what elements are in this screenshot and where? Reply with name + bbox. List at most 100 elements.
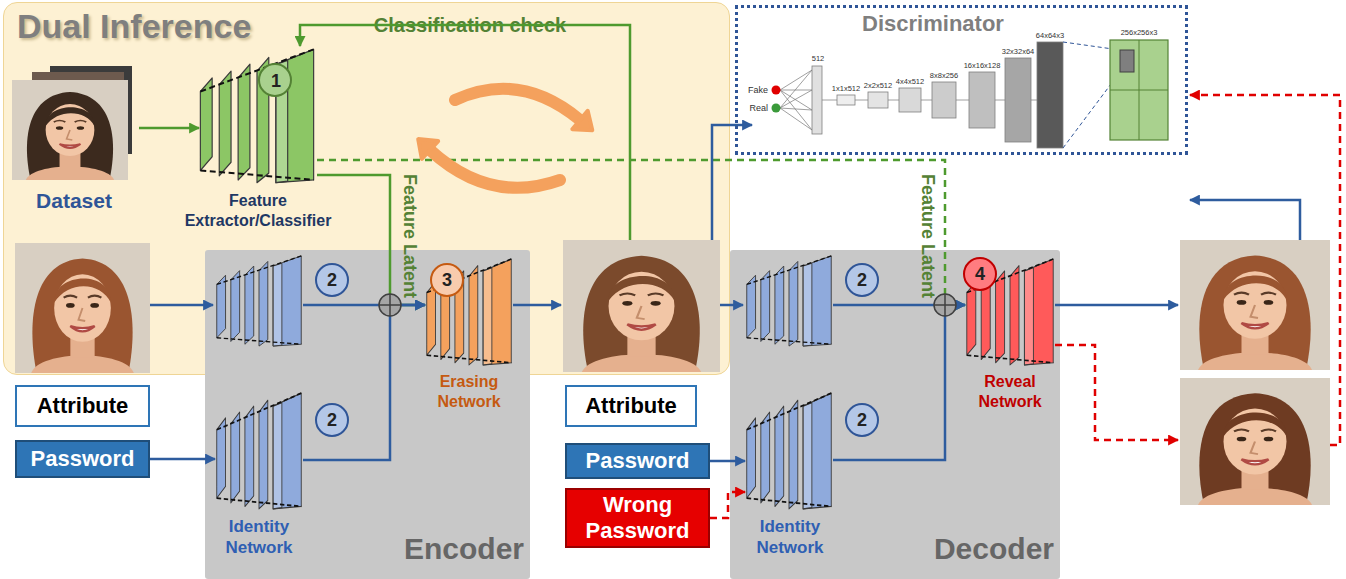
label-slot: 4x4x512 bbox=[896, 77, 924, 86]
text-slot: Feature Extractor/Classifier bbox=[163, 191, 353, 231]
flow-arrow bbox=[1190, 200, 1300, 240]
discriminator-network bbox=[969, 72, 995, 128]
callout-number: 3 bbox=[442, 270, 452, 290]
discriminator-network bbox=[1110, 40, 1168, 140]
label-slot: 1x1x512 bbox=[832, 84, 860, 93]
flow-arrow bbox=[1055, 345, 1178, 440]
node-label: Feature Extractor/Classifier bbox=[163, 191, 353, 231]
dataset-node: Dataset bbox=[9, 73, 139, 223]
label-slot: Feature Latent bbox=[917, 174, 938, 298]
text-slot: Discriminator bbox=[823, 11, 1043, 37]
node-label: Identity Network bbox=[199, 516, 319, 558]
input-box: Wrong Password bbox=[565, 488, 710, 548]
label-slot: Classification check bbox=[370, 14, 570, 37]
discriminator-network bbox=[772, 104, 781, 113]
text-slot: Dual Inference bbox=[17, 7, 337, 46]
output-label: Fake bbox=[748, 85, 768, 96]
text-slot: Reveal Network bbox=[960, 372, 1060, 412]
text-slot: 1 bbox=[260, 65, 292, 97]
discriminator-network bbox=[1110, 90, 1168, 91]
discriminator-network bbox=[1063, 42, 1120, 148]
dimension-label: 4x4x512 bbox=[896, 77, 924, 86]
discriminator-network bbox=[1063, 72, 1120, 148]
network-block: 3Erasing Network bbox=[425, 258, 513, 366]
text-slot: Identity Network bbox=[735, 516, 845, 558]
input-box: Password bbox=[565, 443, 710, 479]
label-slot: 16x16x128 bbox=[964, 61, 1001, 70]
input-box: Attribute bbox=[565, 385, 697, 427]
network-block: 1Feature Extractor/Classifier bbox=[199, 49, 317, 185]
network-block: 2 bbox=[215, 255, 303, 347]
discriminator-network bbox=[1120, 50, 1134, 72]
text-slot: 2 bbox=[846, 404, 878, 436]
network-block: 4Reveal Network bbox=[965, 258, 1055, 366]
dimension-label: 64x64x3 bbox=[1036, 31, 1064, 40]
node-label: Dataset bbox=[9, 189, 139, 213]
discriminator-network bbox=[780, 70, 812, 108]
discriminator-network bbox=[812, 66, 822, 134]
region-panel: Encoder22Identity Network3Erasing Networ… bbox=[205, 250, 530, 579]
face-image bbox=[1180, 378, 1330, 505]
text-slot: Identity Network bbox=[199, 516, 319, 558]
edge-label: Feature Latent bbox=[917, 174, 938, 298]
label-slot: Feature Latent bbox=[399, 174, 420, 298]
label-slot: 64x64x3 bbox=[1036, 31, 1064, 40]
discriminator-network bbox=[780, 108, 812, 110]
discriminator-network bbox=[868, 92, 888, 108]
callout-number: 2 bbox=[327, 410, 337, 430]
input-box: Password bbox=[15, 440, 150, 478]
dimension-label: 32x32x64 bbox=[1002, 47, 1035, 56]
callout-number: 2 bbox=[857, 270, 867, 290]
label-slot: 256x256x3 bbox=[1121, 28, 1158, 37]
node-label: Erasing Network bbox=[419, 372, 519, 412]
text-slot: 2 bbox=[846, 264, 878, 296]
text-slot: Erasing Network bbox=[419, 372, 519, 412]
box-label: Attribute bbox=[37, 393, 129, 419]
discriminator-network bbox=[837, 95, 855, 105]
text-slot: 4 bbox=[964, 258, 996, 290]
dimension-label: 8x8x256 bbox=[930, 71, 958, 80]
callout-number: 2 bbox=[327, 270, 337, 290]
output-label: Real bbox=[749, 103, 768, 114]
edge-label: Feature Latent bbox=[399, 174, 420, 298]
text-slot: 2 bbox=[316, 404, 348, 436]
region-panel: Discriminator bbox=[735, 5, 1188, 155]
input-box: Attribute bbox=[15, 385, 150, 427]
dimension-label: 16x16x128 bbox=[964, 61, 1001, 70]
box-label: Attribute bbox=[585, 393, 677, 419]
region-panel: Decoder22Identity Network4Reveal Network bbox=[730, 250, 1060, 579]
discriminator-network bbox=[780, 90, 812, 110]
text-slot: 2 bbox=[316, 264, 348, 296]
dimension-label: 2x2x512 bbox=[864, 81, 892, 90]
callout-number: 4 bbox=[975, 264, 985, 284]
dimension-label: 1x1x512 bbox=[832, 84, 860, 93]
label-slot: 8x8x256 bbox=[930, 71, 958, 80]
label-slot: 2x2x512 bbox=[864, 81, 892, 90]
discriminator-network bbox=[822, 100, 1037, 101]
label-slot: Fake bbox=[748, 85, 768, 96]
discriminator-network bbox=[1063, 42, 1120, 50]
text-slot: 3 bbox=[431, 264, 463, 296]
box-label: Wrong Password bbox=[575, 492, 700, 544]
dimension-label: 512 bbox=[812, 54, 825, 63]
discriminator-network bbox=[1139, 40, 1140, 140]
discriminator-network bbox=[899, 88, 921, 112]
flow-arrow bbox=[1190, 95, 1340, 445]
callout-number: 2 bbox=[857, 410, 867, 430]
text-slot: Dataset bbox=[9, 189, 139, 213]
arrow-label: Classification check bbox=[370, 14, 570, 37]
label-slot: 32x32x64 bbox=[1002, 47, 1035, 56]
discriminator-network bbox=[780, 108, 812, 130]
face-image bbox=[1180, 240, 1330, 370]
node-label: Dual Inference bbox=[17, 7, 337, 46]
flow-arrow bbox=[1055, 304, 1178, 307]
discriminator-network bbox=[772, 86, 781, 95]
discriminator-network bbox=[1037, 42, 1063, 148]
network-block: 2Identity Network bbox=[745, 392, 833, 510]
discriminator-network bbox=[812, 42, 1063, 148]
box-label: Password bbox=[31, 446, 135, 472]
